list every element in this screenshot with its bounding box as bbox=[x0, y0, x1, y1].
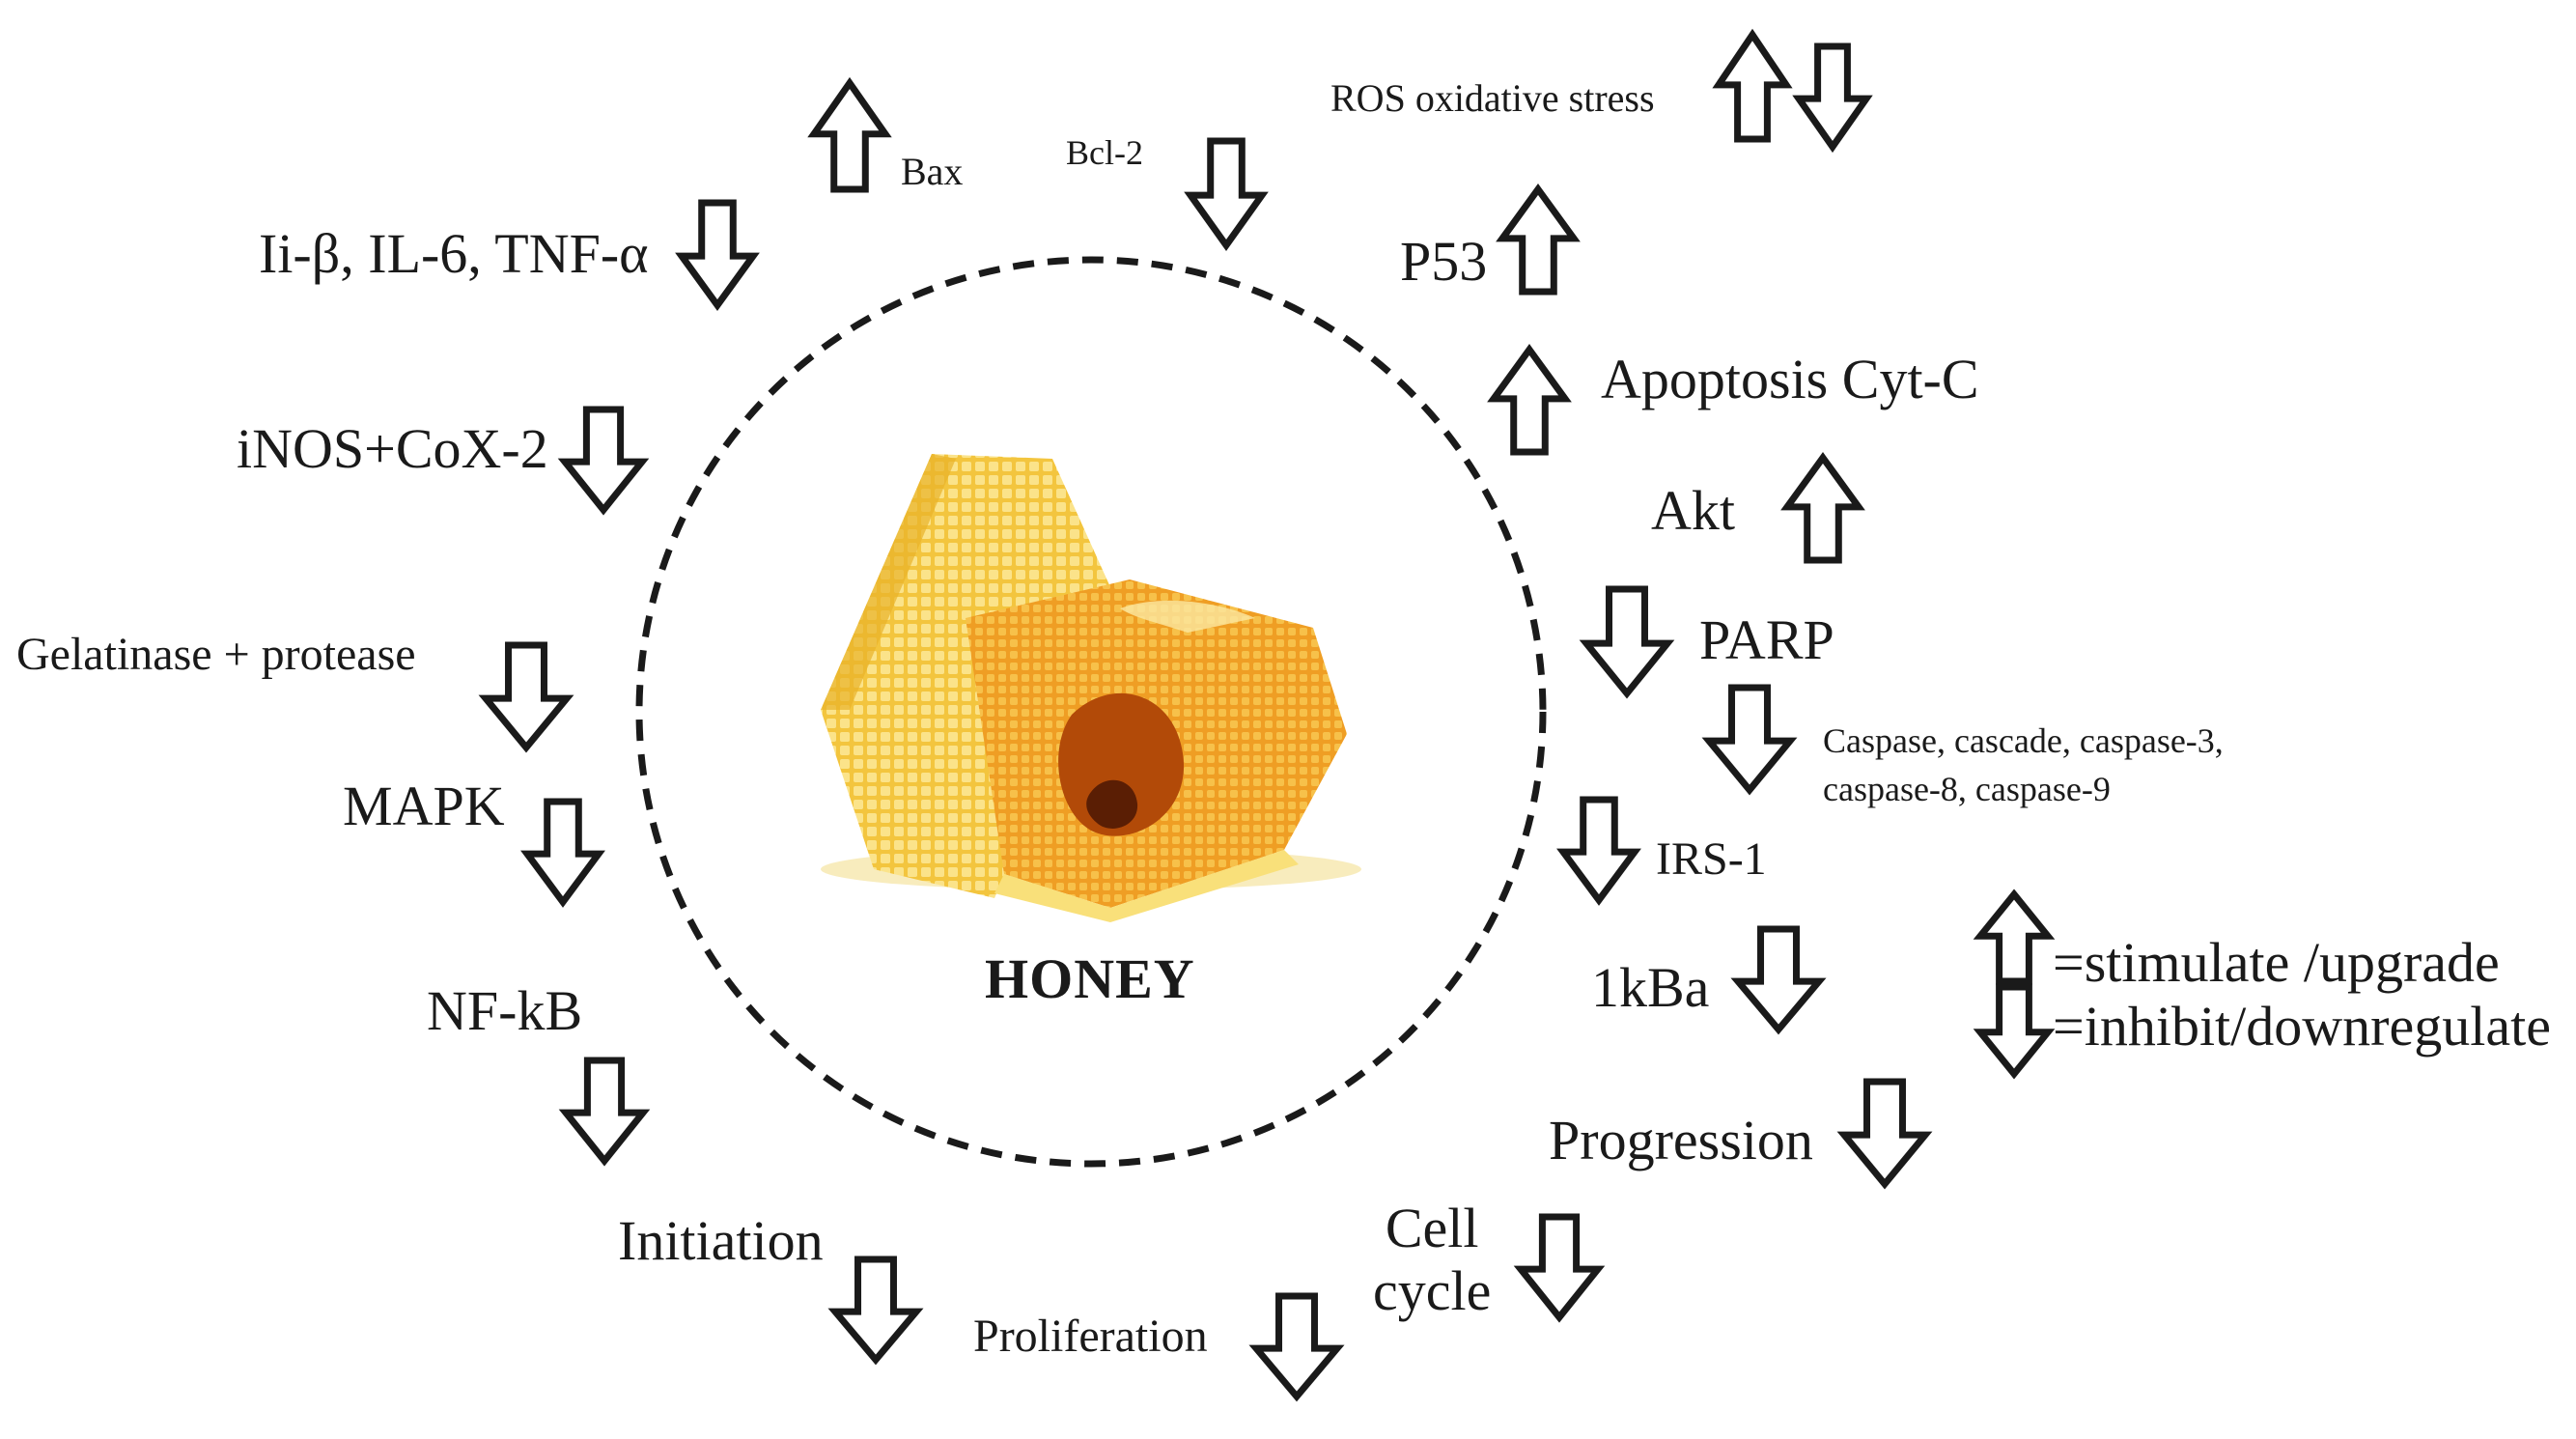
label-caspase-line2: caspase-8, caspase-9 bbox=[1823, 770, 2111, 809]
legend-stimulate-text: =stimulate /upgrade bbox=[2053, 931, 2500, 994]
cell-cycle-arrow-down-icon bbox=[1513, 1213, 1606, 1323]
ikba-arrow-down-icon bbox=[1730, 925, 1827, 1035]
p53-arrow-up-icon bbox=[1496, 183, 1581, 296]
akt-arrow-up-icon bbox=[1780, 452, 1865, 564]
il-arrow-down-icon bbox=[675, 199, 760, 311]
gelatinase-arrow-down-icon bbox=[478, 641, 574, 753]
inos-arrow-down-icon bbox=[557, 406, 650, 516]
label-caspase-line1: Caspase, cascade, caspase-3, bbox=[1823, 721, 2224, 760]
bcl2-arrow-down-icon bbox=[1184, 137, 1269, 252]
apoptosis-arrow-up-icon bbox=[1487, 344, 1572, 456]
irs1-arrow-down-icon bbox=[1556, 796, 1641, 906]
caspase-arrow-down-icon bbox=[1701, 684, 1798, 796]
honeycomb-image bbox=[821, 454, 1361, 922]
label-nfkb: NF-kB bbox=[427, 979, 583, 1042]
label-irs1: IRS-1 bbox=[1656, 833, 1767, 885]
label-mapk: MAPK bbox=[343, 775, 505, 837]
label-inos: iNOS+CoX-2 bbox=[237, 417, 548, 480]
legend-inhibit-arrow-down-icon bbox=[1973, 983, 2056, 1080]
label-parp: PARP bbox=[1699, 608, 1834, 671]
label-apoptosis: Apoptosis Cyt-C bbox=[1601, 348, 1979, 410]
mapk-arrow-down-icon bbox=[520, 798, 605, 908]
label-ikba: 1kBa bbox=[1591, 956, 1710, 1019]
ros-up-arrow-up-icon bbox=[1712, 28, 1793, 143]
honey-title: HONEY bbox=[985, 947, 1195, 1010]
label-caspase: Caspase, cascade, caspase-3, caspase-8, … bbox=[1823, 717, 2364, 814]
initiation-arrow-down-icon bbox=[827, 1256, 924, 1366]
legend-stimulate-arrow-up-icon bbox=[1973, 889, 2056, 985]
arrow-layer bbox=[478, 28, 2056, 1402]
parp-arrow-down-icon bbox=[1579, 585, 1675, 699]
label-progression: Progression bbox=[1549, 1109, 1813, 1171]
label-akt: Akt bbox=[1651, 479, 1735, 542]
label-bcl2: Bcl-2 bbox=[1066, 133, 1143, 172]
ros-down-arrow-down-icon bbox=[1792, 42, 1873, 154]
dashed-boundary-circle bbox=[635, 256, 1547, 1168]
label-il: Ii-β, IL-6, TNF-α bbox=[259, 222, 649, 285]
label-cell-line1: Cell bbox=[1385, 1197, 1479, 1259]
label-proliferation: Proliferation bbox=[973, 1311, 1208, 1362]
legend-inhibit-text: =inhibit/downregulate bbox=[2053, 995, 2551, 1058]
label-p53: P53 bbox=[1400, 230, 1488, 293]
nfkb-arrow-down-icon bbox=[558, 1057, 651, 1167]
progression-arrow-down-icon bbox=[1836, 1078, 1933, 1190]
label-gelatinase: Gelatinase + protease bbox=[16, 629, 416, 680]
label-cell-line2: cycle bbox=[1373, 1258, 1492, 1322]
label-bax: Bax bbox=[901, 150, 964, 193]
bax-arrow-up-icon bbox=[807, 76, 892, 193]
label-initiation: Initiation bbox=[618, 1209, 824, 1272]
label-ros: ROS oxidative stress bbox=[1330, 76, 1655, 120]
label-cell-cycle: Cell cycle bbox=[1373, 1197, 1492, 1323]
proliferation-arrow-down-icon bbox=[1248, 1292, 1345, 1402]
